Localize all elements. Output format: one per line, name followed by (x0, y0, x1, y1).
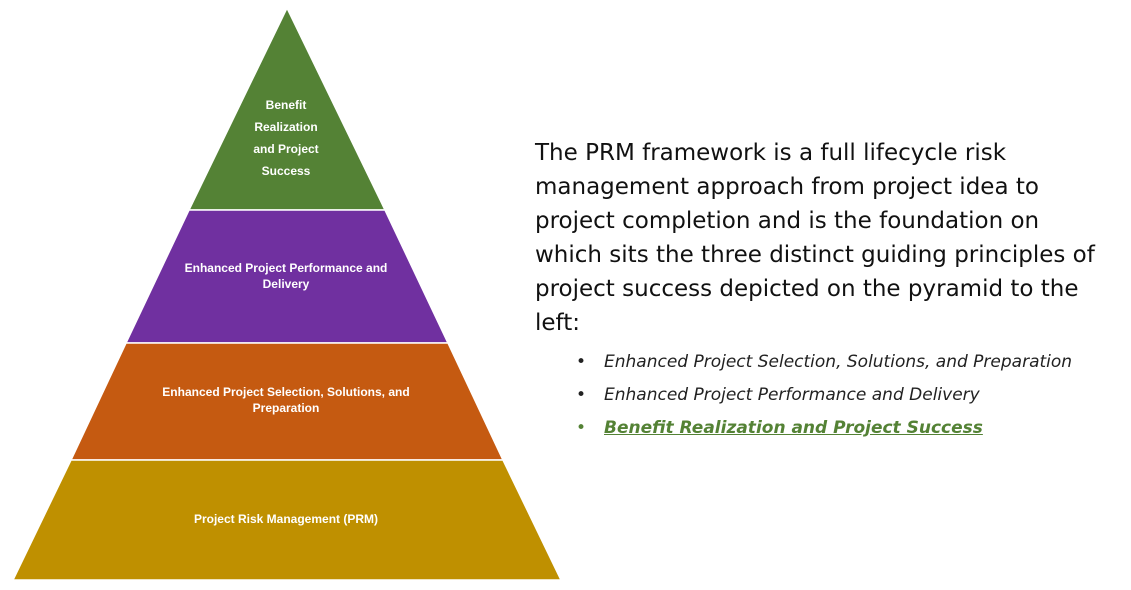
bullet-icon: • (576, 385, 587, 405)
framework-description: The PRM framework is a full lifecycle ri… (535, 140, 1095, 336)
pyramid-tier-selection-preparation (69, 342, 505, 461)
principles-list: • Enhanced Project Selection, Solutions,… (570, 346, 1110, 445)
principle-text: Enhanced Project Performance and Deliver… (604, 385, 980, 405)
bullet-icon: • (576, 418, 587, 438)
bullet-icon: • (576, 352, 587, 372)
pyramid-tier-performance-delivery (124, 209, 450, 344)
principle-item-performance: • Enhanced Project Performance and Deliv… (570, 379, 1110, 412)
pyramid-diagram (11, 6, 563, 581)
principle-item-benefit-realization[interactable]: • Benefit Realization and Project Succes… (570, 412, 1110, 445)
principle-item-selection: • Enhanced Project Selection, Solutions,… (570, 346, 1110, 379)
principle-text: Enhanced Project Selection, Solutions, a… (604, 352, 1073, 372)
principle-link-benefit-realization[interactable]: Benefit Realization and Project Success (604, 418, 983, 438)
pyramid-tier-prm-foundation (11, 459, 563, 581)
pyramid-tier-benefit-realization (187, 6, 387, 211)
